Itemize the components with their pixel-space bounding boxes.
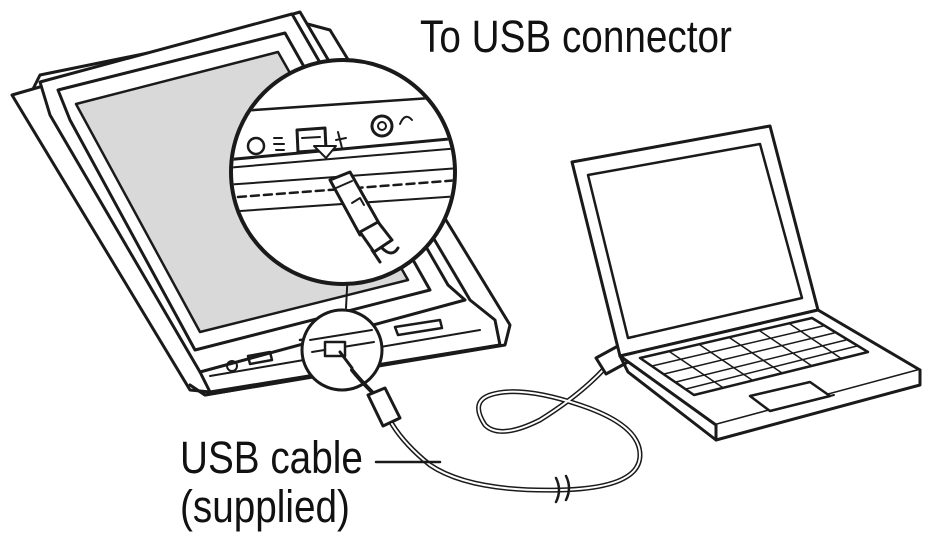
supplied-label: (supplied) xyxy=(180,481,350,532)
laptop-icon xyxy=(570,124,922,442)
usb-cable-label: USB cable xyxy=(180,432,363,483)
usb-connector-label: To USB connector xyxy=(420,11,732,62)
usb-port-magnifier-icon xyxy=(229,58,457,286)
usb-cable-icon xyxy=(350,344,643,504)
